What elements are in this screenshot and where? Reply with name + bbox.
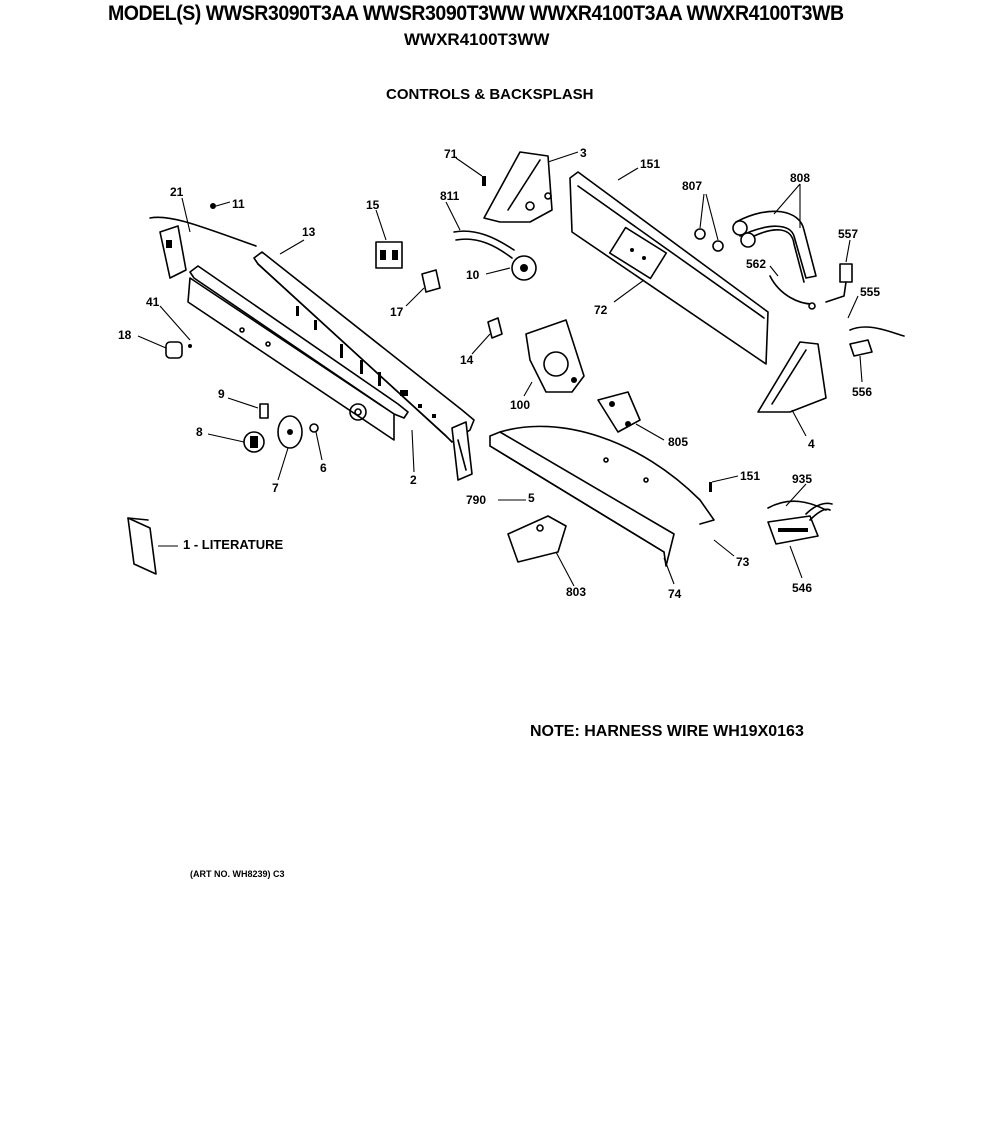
part-555-wire	[849, 326, 905, 337]
art-number: (ART NO. WH8239) C3	[190, 869, 285, 879]
label-part-100: 100	[510, 398, 530, 412]
label-part-73: 73	[736, 555, 750, 569]
label-part-557: 557	[838, 227, 858, 241]
label-part-21: 21	[170, 185, 184, 199]
part-811-hose-outline	[455, 238, 513, 259]
model-list-line-2: WWXR4100T3WW	[404, 30, 550, 49]
label-part-74: 74	[668, 587, 682, 601]
label-part-3: 3	[580, 146, 587, 160]
label-part-17: 17	[390, 305, 404, 319]
part-808-fill-hose	[732, 210, 817, 283]
part-3-bracket	[483, 151, 553, 223]
label-part-72: 72	[594, 303, 608, 317]
part-72-rear-panel	[569, 171, 769, 365]
label-part-811: 811	[440, 189, 460, 203]
diagram-header: MODEL(S) WWSR3090T3AA WWSR3090T3WW WWXR4…	[0, 0, 1000, 120]
label-part-41: 41	[146, 295, 160, 309]
part-151-screw	[709, 482, 712, 492]
part-8-knob	[243, 431, 265, 453]
part-71-screw	[482, 176, 486, 186]
label-part-803: 803	[566, 585, 586, 599]
model-list-line-1: MODEL(S) WWSR3090T3AA WWSR3090T3WW WWXR4…	[108, 2, 844, 25]
part-6-ring	[309, 423, 319, 433]
label-part-805: 805	[668, 435, 688, 449]
part-2-end-cap	[451, 421, 473, 481]
part-18-knob	[165, 341, 183, 359]
label-part-4: 4	[808, 437, 815, 451]
label-part-2: 2	[410, 473, 417, 487]
part-557-cord-clamp	[825, 263, 853, 303]
label-part-6: 6	[320, 461, 327, 475]
part-7-dial	[277, 415, 303, 449]
part-807-washers	[694, 228, 724, 252]
literature-label: 1 - LITERATURE	[183, 537, 284, 552]
part-803-cover	[507, 515, 567, 563]
part-15-switch	[375, 241, 403, 269]
part-4-end-bracket	[757, 341, 827, 413]
part-labels: 71 3 151 807 808 21 11 15 811 13 557 562…	[118, 146, 880, 601]
label-part-5: 5	[528, 491, 535, 505]
label-part-14: 14	[460, 353, 474, 367]
part-13-console-frame	[253, 251, 475, 443]
label-part-9: 9	[218, 387, 225, 401]
label-part-18: 18	[118, 328, 132, 342]
wire-lead	[149, 216, 257, 247]
label-part-807: 807	[682, 179, 702, 193]
label-part-11: 11	[232, 197, 245, 211]
label-part-556: 556	[852, 385, 872, 399]
part-556-terminal	[849, 339, 873, 357]
part-17-bracket	[421, 269, 441, 293]
part-21-end-cap	[159, 225, 187, 279]
label-part-8: 8	[196, 425, 203, 439]
part-41-clip	[188, 344, 192, 348]
part-10-pressure-switch	[511, 255, 537, 281]
label-part-151-lower: 151	[740, 469, 760, 483]
part-1-literature	[127, 517, 157, 575]
part-74-trim-panel	[489, 425, 715, 567]
leader-lines	[137, 151, 863, 587]
label-part-10: 10	[466, 268, 480, 282]
label-part-15: 15	[366, 198, 380, 212]
label-part-935: 935	[792, 472, 812, 486]
part-546-harness-connector	[767, 502, 833, 545]
part-935-wire	[767, 500, 827, 511]
section-title: CONTROLS & BACKSPLASH	[386, 86, 594, 103]
label-part-546: 546	[792, 581, 812, 595]
part-811-hose	[453, 230, 515, 251]
part-100-timer	[525, 319, 585, 393]
harness-note: NOTE: HARNESS WIRE WH19X0163	[530, 723, 804, 740]
label-part-71: 71	[444, 147, 458, 161]
label-part-555: 555	[860, 285, 880, 299]
part-14-clip	[487, 317, 503, 339]
part-562-wire	[769, 275, 813, 305]
label-part-151: 151	[640, 157, 660, 171]
label-part-7: 7	[272, 481, 279, 495]
part-805-valve	[597, 391, 641, 433]
label-part-808: 808	[790, 171, 810, 185]
label-part-790: 790	[466, 493, 486, 507]
control-panel-face	[187, 265, 409, 441]
label-part-562: 562	[746, 257, 766, 271]
part-11-screw	[210, 203, 216, 209]
label-part-13: 13	[302, 225, 316, 239]
part-9-spring	[259, 403, 269, 419]
